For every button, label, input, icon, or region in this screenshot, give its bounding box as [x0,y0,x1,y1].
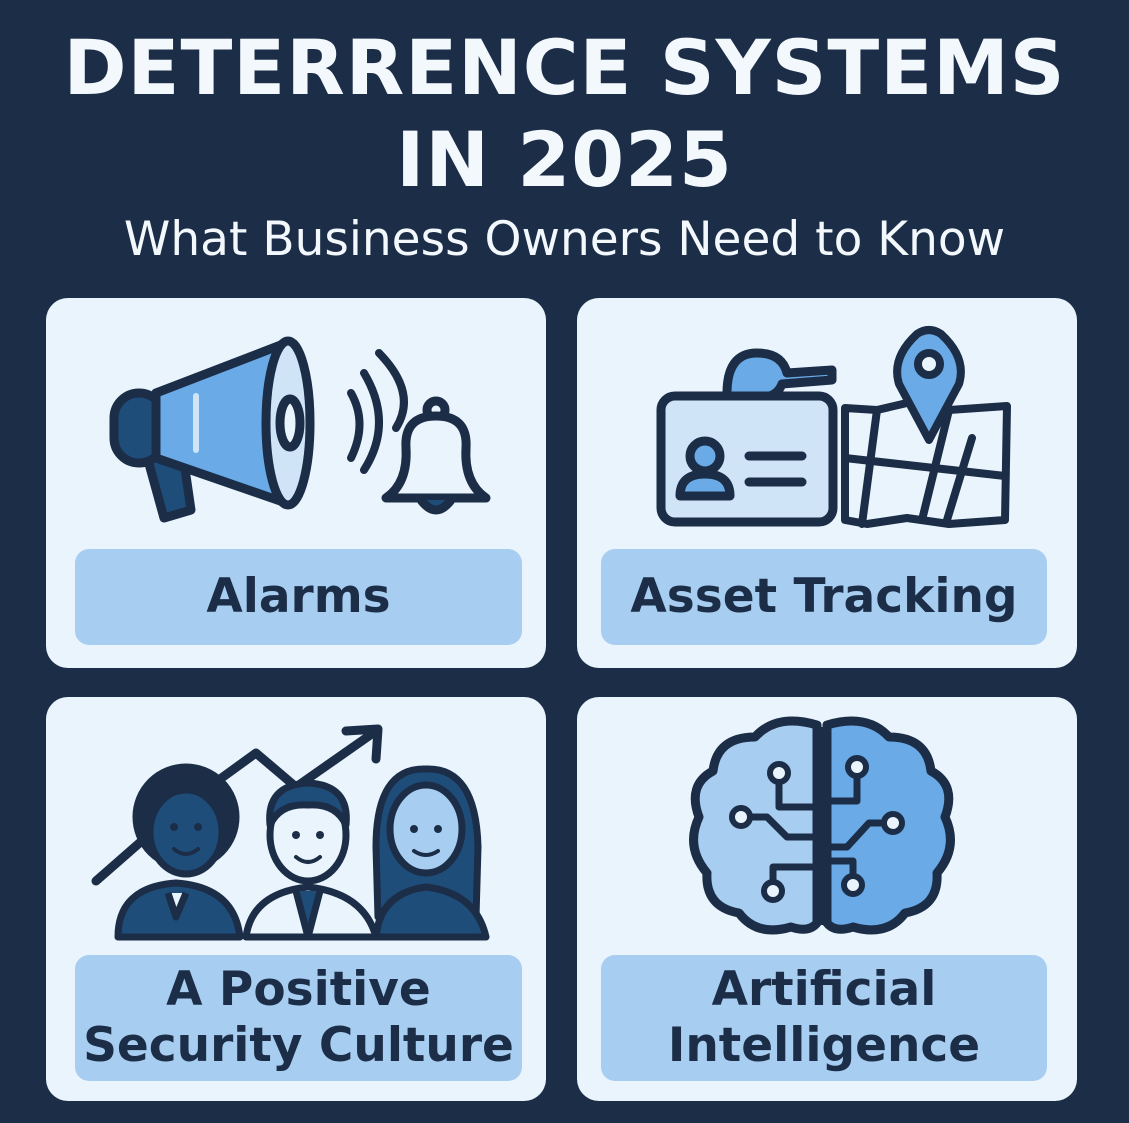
id-badge-icon [656,348,838,527]
circuit-brain-icon [689,716,955,935]
people-group-icon [114,763,490,941]
megaphone-icon [109,336,315,523]
map-pin-icon [841,326,1011,528]
page-title-line-2: IN 2025 [396,115,733,204]
card-artificial-intelligence: Artificial Intelligence [577,697,1077,1101]
card-label-alarms: Alarms [75,549,522,645]
card-asset-tracking: Asset Tracking [577,298,1077,668]
card-label-security-culture: A Positive Security Culture [75,955,522,1081]
page-subtitle: What Business Owners Need to Know [123,212,1006,267]
card-label-asset-tracking: Asset Tracking [601,549,1047,645]
card-alarms: Alarms [46,298,546,668]
bell-icon [347,349,491,515]
page-title-line-1: DETERRENCE SYSTEMS [63,23,1066,112]
card-label-artificial-intelligence: Artificial Intelligence [601,955,1047,1081]
card-security-culture: A Positive Security Culture [46,697,546,1101]
